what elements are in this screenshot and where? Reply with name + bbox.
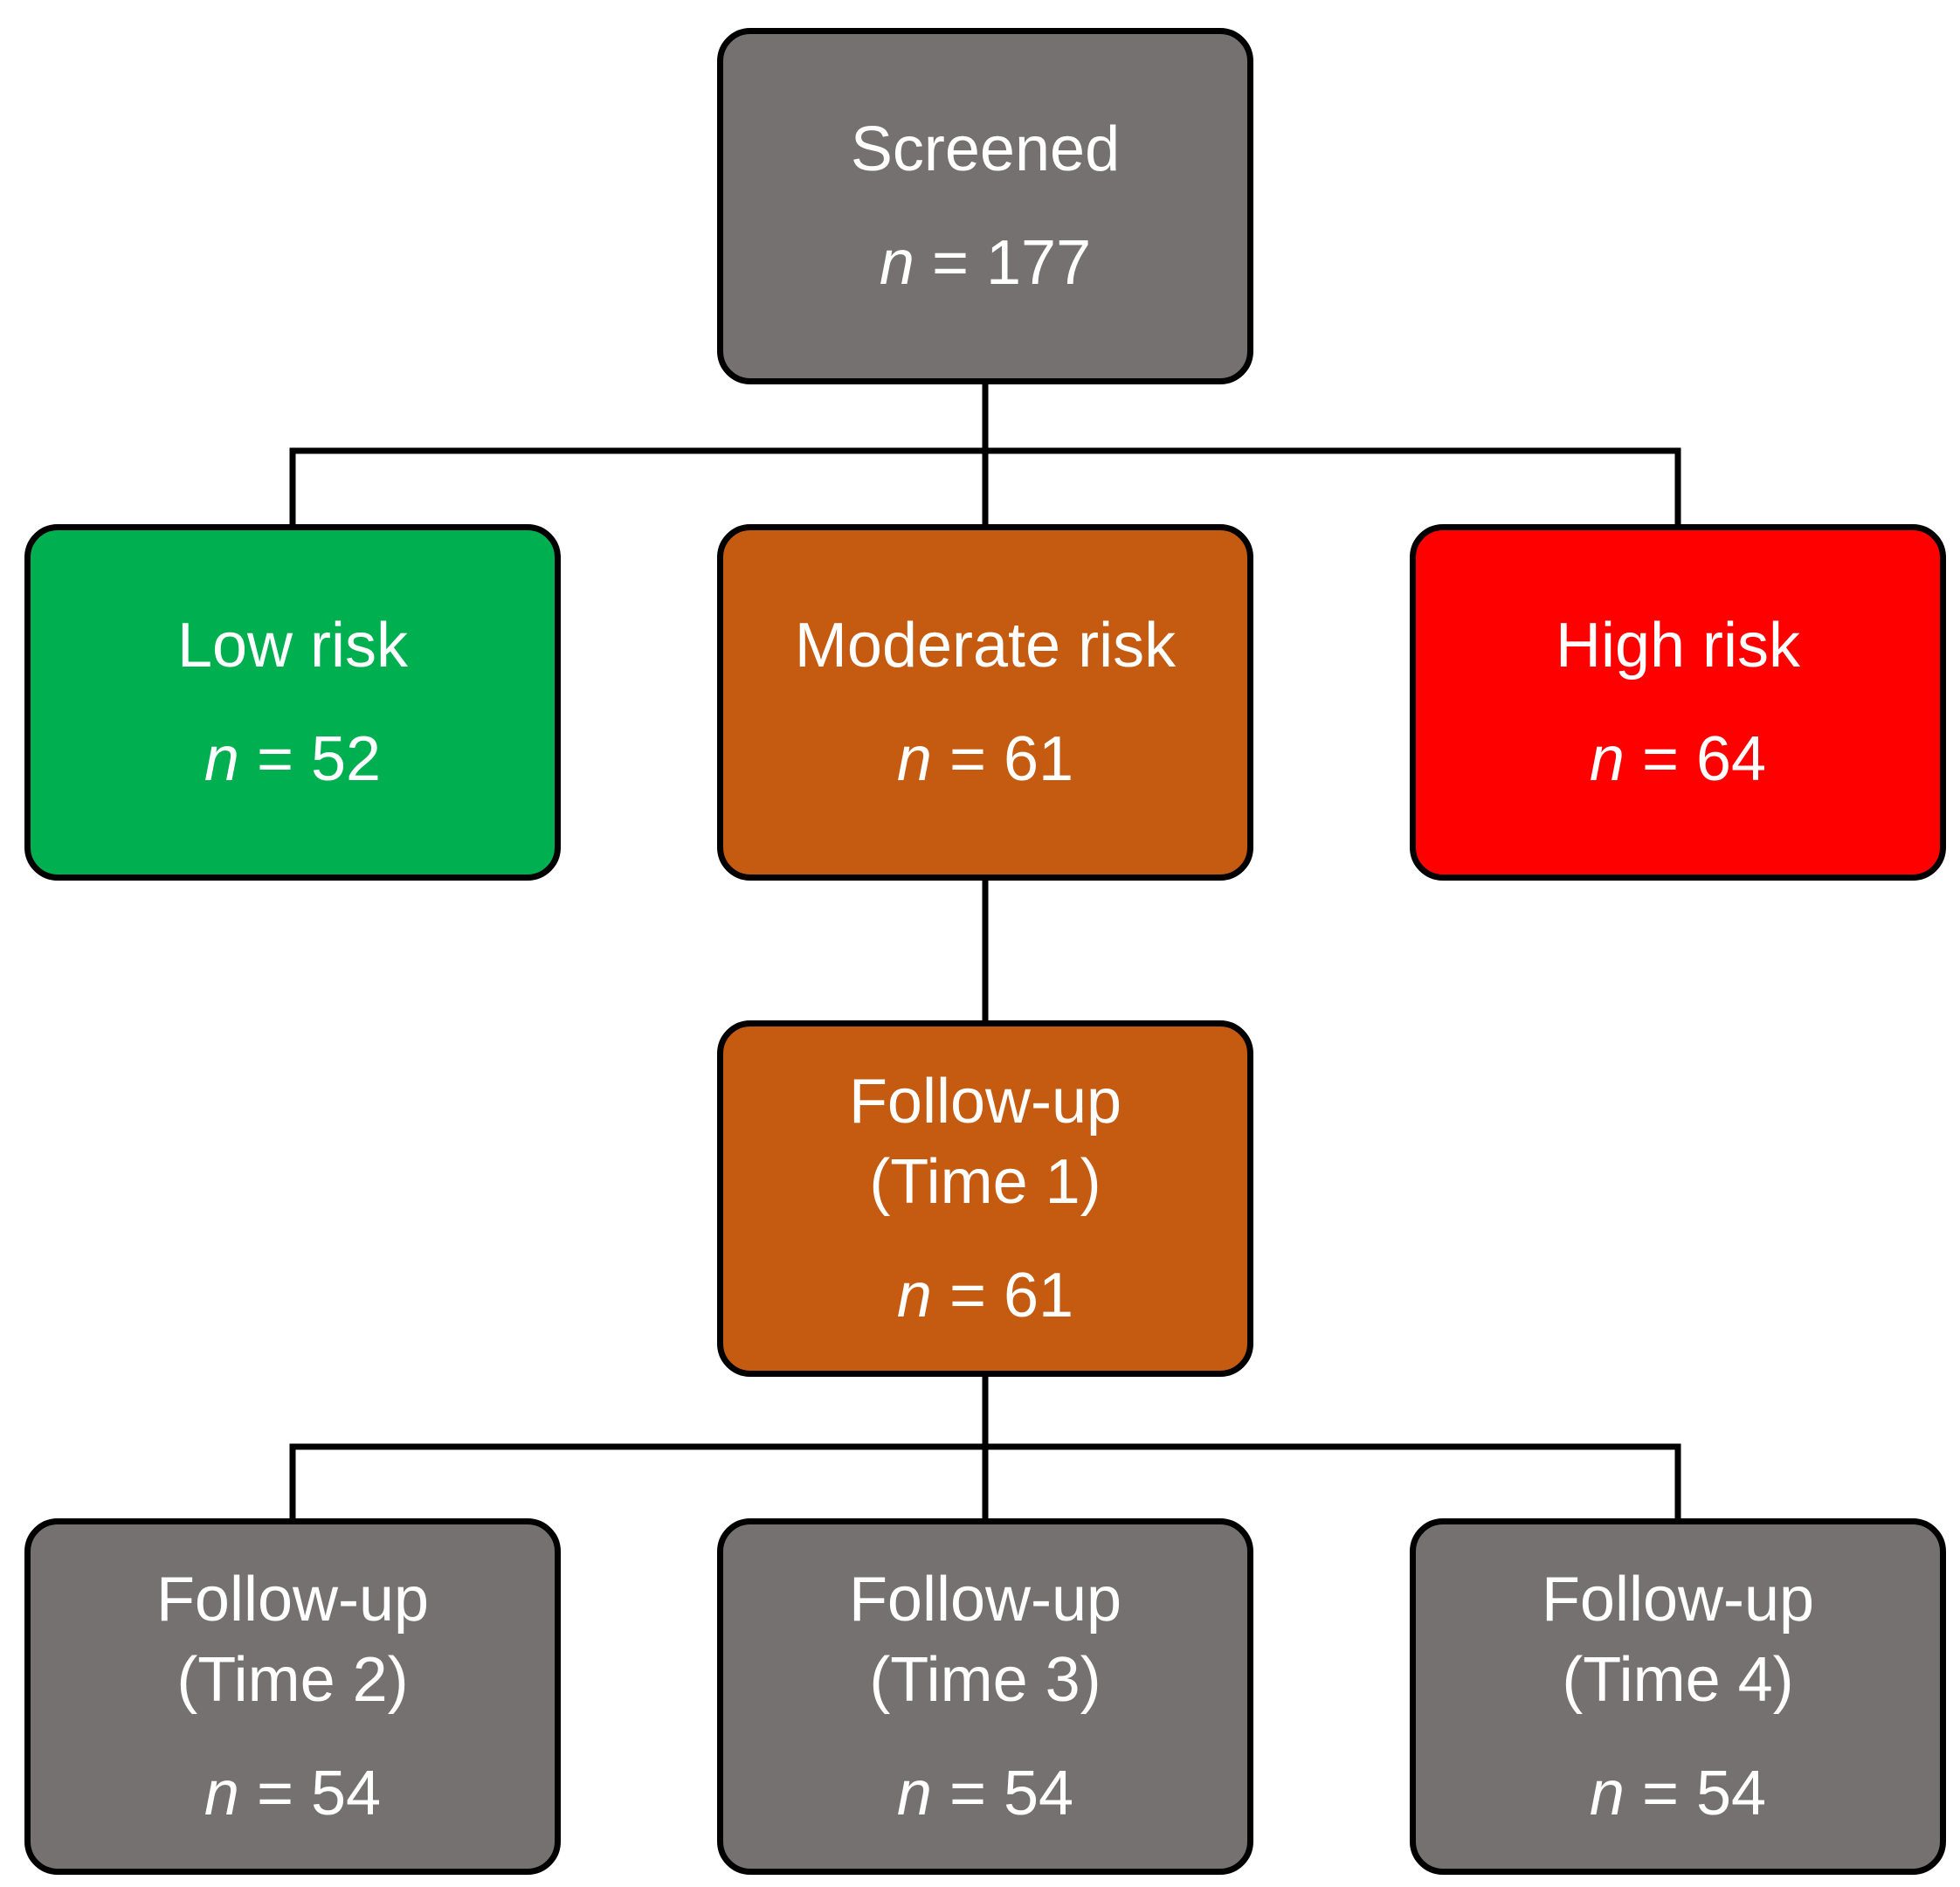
node-follow-up-time-1: Follow-up (Time 1) n = 61 bbox=[717, 1020, 1253, 1377]
node-follow-up-time-3-label: Follow-up (Time 3) bbox=[848, 1565, 1122, 1715]
node-follow-up-time-1-count: n = 61 bbox=[896, 1261, 1074, 1331]
node-screened-label: Screened bbox=[850, 114, 1121, 184]
node-screened: Screened n = 177 bbox=[717, 28, 1253, 384]
node-follow-up-time-4-label: Follow-up (Time 4) bbox=[1541, 1565, 1815, 1715]
node-follow-up-time-4-count: n = 54 bbox=[1589, 1759, 1767, 1828]
node-follow-up-time-4: Follow-up (Time 4) n = 54 bbox=[1410, 1518, 1946, 1875]
node-low-risk-label: Low risk bbox=[176, 611, 409, 681]
node-follow-up-time-2-count: n = 54 bbox=[204, 1759, 382, 1828]
node-high-risk: High risk n = 64 bbox=[1410, 524, 1946, 881]
node-low-risk: Low risk n = 52 bbox=[24, 524, 561, 881]
node-follow-up-time-3: Follow-up (Time 3) n = 54 bbox=[717, 1518, 1253, 1875]
node-high-risk-label: High risk bbox=[1555, 611, 1801, 681]
node-high-risk-count: n = 64 bbox=[1589, 724, 1767, 794]
node-follow-up-time-3-count: n = 54 bbox=[896, 1759, 1074, 1828]
node-moderate-risk-label: Moderate risk bbox=[794, 611, 1177, 681]
node-follow-up-time-1-label: Follow-up (Time 1) bbox=[848, 1067, 1122, 1217]
node-follow-up-time-2-label: Follow-up (Time 2) bbox=[155, 1565, 430, 1715]
node-screened-count: n = 177 bbox=[879, 228, 1092, 298]
node-follow-up-time-2: Follow-up (Time 2) n = 54 bbox=[24, 1518, 561, 1875]
node-moderate-risk-count: n = 61 bbox=[896, 724, 1074, 794]
node-low-risk-count: n = 52 bbox=[204, 724, 382, 794]
node-moderate-risk: Moderate risk n = 61 bbox=[717, 524, 1253, 881]
